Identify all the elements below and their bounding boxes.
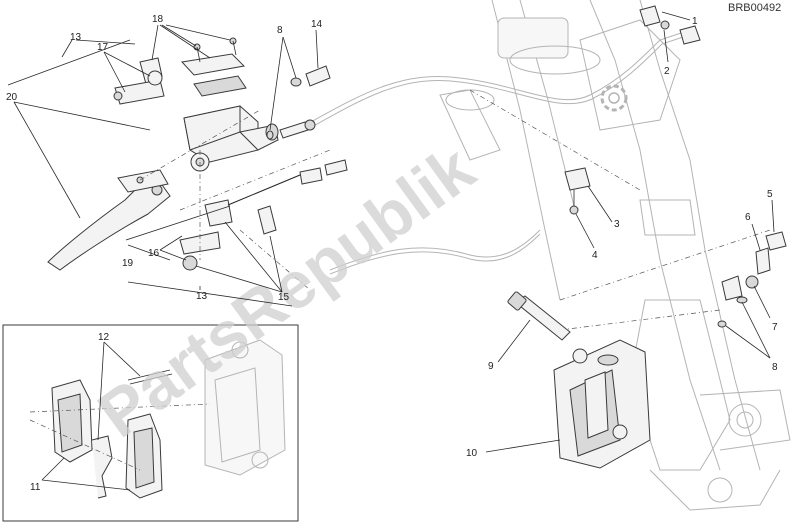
callout-12: 12 xyxy=(98,332,110,343)
callout-3: 3 xyxy=(614,219,620,230)
brake-hose xyxy=(299,29,693,275)
callout-4: 4 xyxy=(592,250,598,261)
assembly-centerlines xyxy=(139,89,771,331)
callout-13-top: 13 xyxy=(70,32,82,43)
drawing-code: BRB00492 xyxy=(728,2,781,14)
callout-16: 16 xyxy=(148,248,160,259)
callout-11: 11 xyxy=(30,482,41,493)
callout-19: 19 xyxy=(122,258,134,269)
callout-20: 20 xyxy=(6,92,18,103)
callout-15: 15 xyxy=(278,292,290,303)
callout-18: 18 xyxy=(152,14,164,25)
callout-leaders xyxy=(7,11,775,491)
callout-5: 5 xyxy=(767,189,773,200)
callout-6: 6 xyxy=(745,212,751,223)
hose-clamp-bracket xyxy=(564,167,591,215)
callout-9: 9 xyxy=(488,361,494,372)
callout-8-right: 8 xyxy=(772,362,778,373)
callout-1: 1 xyxy=(692,16,698,27)
caliper-bolt xyxy=(507,291,571,341)
callout-labels: 1 2 3 4 5 6 7 8 8 9 10 11 12 13 13 14 15… xyxy=(6,14,778,493)
callout-13-bottom: 13 xyxy=(196,291,208,302)
caliper-hose-fittings xyxy=(717,231,787,328)
brake-caliper xyxy=(553,339,651,469)
gear-icon xyxy=(600,84,628,112)
brake-lever xyxy=(47,169,171,271)
hose-fitting-top xyxy=(639,5,701,45)
callout-10: 10 xyxy=(466,448,478,459)
callout-2: 2 xyxy=(664,66,670,77)
brake-master-cylinder xyxy=(113,37,331,163)
callout-7: 7 xyxy=(772,322,778,333)
callout-14: 14 xyxy=(311,19,323,30)
callout-17: 17 xyxy=(97,42,109,53)
callout-8-top: 8 xyxy=(277,25,283,36)
brake-pad-inset xyxy=(2,324,299,522)
